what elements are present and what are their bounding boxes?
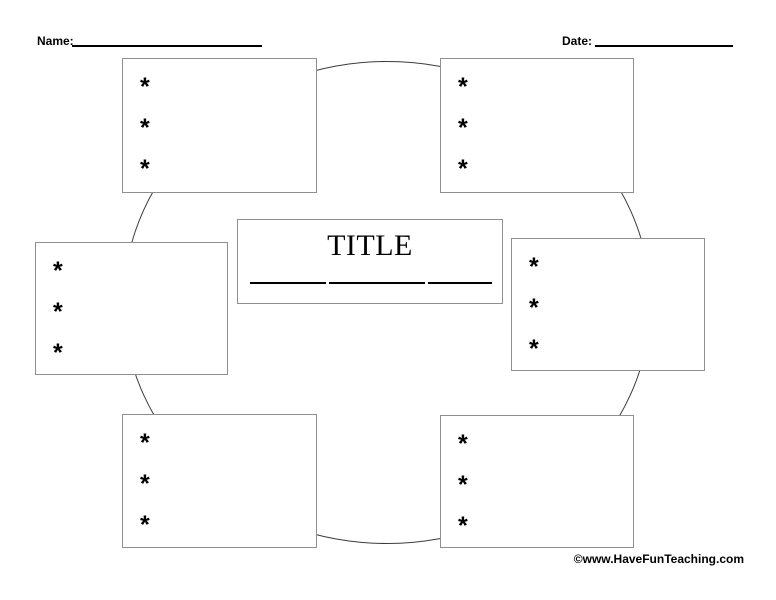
title-box[interactable]: TITLE xyxy=(237,219,503,304)
bullet-asterisk: * xyxy=(458,73,468,101)
bullet-asterisk: * xyxy=(529,335,539,363)
bullet-asterisk: * xyxy=(529,253,539,281)
title-line-segment xyxy=(329,282,425,284)
note-box-bottom-right[interactable]: * * * xyxy=(440,415,634,548)
date-fill-line[interactable] xyxy=(595,45,733,47)
note-box-middle-right[interactable]: * * * xyxy=(511,238,705,371)
title-fill-line[interactable] xyxy=(250,282,492,284)
title-line-segment xyxy=(428,282,492,284)
bullet-asterisk: * xyxy=(458,114,468,142)
title-line-segment xyxy=(250,282,326,284)
name-label: Name: xyxy=(37,34,74,48)
note-box-middle-left[interactable]: * * * xyxy=(35,242,228,375)
bullet-asterisk: * xyxy=(140,155,150,183)
date-label: Date: xyxy=(562,34,593,48)
name-fill-line[interactable] xyxy=(72,45,262,47)
bullet-asterisk: * xyxy=(529,294,539,322)
bullet-asterisk: * xyxy=(140,114,150,142)
bullet-asterisk: * xyxy=(140,470,150,498)
bullet-asterisk: * xyxy=(140,511,150,539)
bullet-asterisk: * xyxy=(458,512,468,540)
bullet-asterisk: * xyxy=(140,73,150,101)
bullet-asterisk: * xyxy=(53,257,63,285)
note-box-bottom-left[interactable]: * * * xyxy=(122,414,317,548)
copyright-text: ©www.HaveFunTeaching.com xyxy=(573,552,744,566)
bullet-asterisk: * xyxy=(53,298,63,326)
bullet-asterisk: * xyxy=(140,429,150,457)
bullet-asterisk: * xyxy=(458,430,468,458)
bullet-asterisk: * xyxy=(458,155,468,183)
title-text: TITLE xyxy=(327,229,413,262)
bullet-asterisk: * xyxy=(458,471,468,499)
bullet-asterisk: * xyxy=(53,339,63,367)
note-box-top-right[interactable]: * * * xyxy=(440,58,634,193)
note-box-top-left[interactable]: * * * xyxy=(122,58,317,193)
